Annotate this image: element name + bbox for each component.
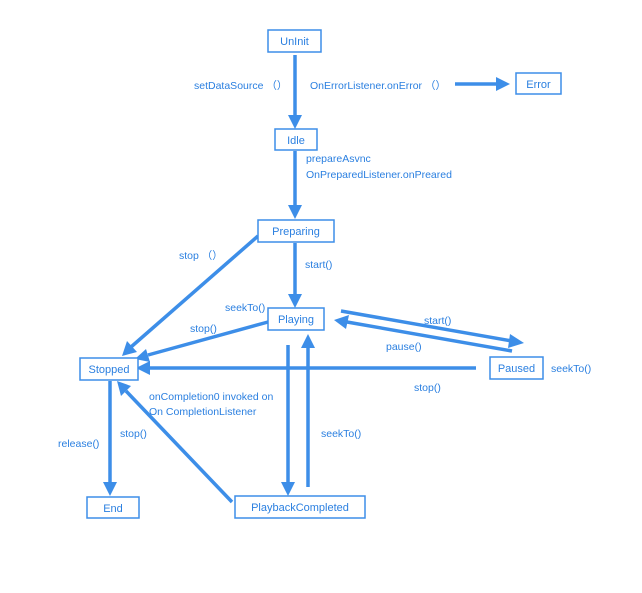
node-playing-label: Playing xyxy=(278,314,314,326)
node-idle-label: Idle xyxy=(287,135,305,147)
label-set-data-source: setDataSource （） xyxy=(194,80,287,92)
node-stopped: Stopped xyxy=(79,357,139,381)
label-release: release() xyxy=(58,438,99,450)
node-preparing-label: Preparing xyxy=(272,226,320,238)
node-end-label: End xyxy=(103,503,123,515)
node-playing: Playing xyxy=(267,307,325,331)
node-error-label: Error xyxy=(526,79,551,91)
node-playback-completed-label: PlaybackCompleted xyxy=(251,502,349,514)
arrowhead-error xyxy=(496,77,510,91)
label-start-from-preparing: start() xyxy=(305,259,332,271)
edge-paused-to-playing xyxy=(346,320,513,353)
arrowhead-paused xyxy=(508,334,524,348)
node-preparing: Preparing xyxy=(257,219,335,243)
node-idle: Idle xyxy=(274,128,318,151)
node-paused-label: Paused xyxy=(498,363,535,375)
node-end: End xyxy=(86,496,140,519)
arrowhead-stopped-from-paused xyxy=(136,361,150,375)
label-seek-to-playing: seekTo() xyxy=(225,302,265,314)
node-uninit: UnInit xyxy=(267,29,322,53)
label-on-error: OnErrorListener.onError （） xyxy=(310,80,446,92)
arrowhead-playing-from-completed xyxy=(301,334,315,348)
arrowhead-stopped-from-completed xyxy=(117,381,131,396)
arrowhead-playing-from-paused xyxy=(334,315,349,329)
label-seek-to-completed: seekTo() xyxy=(321,428,361,440)
arrowhead-idle xyxy=(288,115,302,129)
arrowhead-stopped-from-preparing xyxy=(122,341,137,356)
edges xyxy=(103,55,524,504)
edge-labels: setDataSource （） OnErrorListener.onError… xyxy=(58,80,591,450)
edge-playing-to-stopped xyxy=(147,320,269,357)
label-seek-to-paused: seekTo() xyxy=(551,363,591,375)
label-on-prepared: OnPreparedListener.onPreared xyxy=(306,169,452,181)
label-prepare-async: prepareAsvnc xyxy=(306,153,371,165)
node-paused: Paused xyxy=(489,356,544,380)
label-start-from-paused: start() xyxy=(424,315,451,327)
edge-completed-to-stopped xyxy=(124,389,234,504)
node-error: Error xyxy=(515,72,562,95)
node-stopped-label: Stopped xyxy=(89,364,130,376)
edge-playing-to-paused xyxy=(340,309,513,343)
label-stop-from-preparing: stop （） xyxy=(179,250,223,262)
node-uninit-label: UnInit xyxy=(280,36,309,48)
arrowhead-end xyxy=(103,482,117,496)
label-pause: pause() xyxy=(386,341,422,353)
label-on-completion-line1: onCompletion0 invoked on xyxy=(149,391,273,403)
node-playback-completed: PlaybackCompleted xyxy=(234,495,366,519)
edge-preparing-to-stopped xyxy=(129,234,260,349)
arrowhead-playing-from-preparing xyxy=(288,294,302,308)
arrowhead-preparing xyxy=(288,205,302,219)
arrowhead-completed xyxy=(281,482,295,496)
label-on-completion-line2: On CompletionListener xyxy=(149,406,257,418)
label-stop-from-playing: stop() xyxy=(190,323,217,335)
label-stop-from-completed: stop() xyxy=(120,428,147,440)
label-stop-from-paused: stop() xyxy=(414,382,441,394)
